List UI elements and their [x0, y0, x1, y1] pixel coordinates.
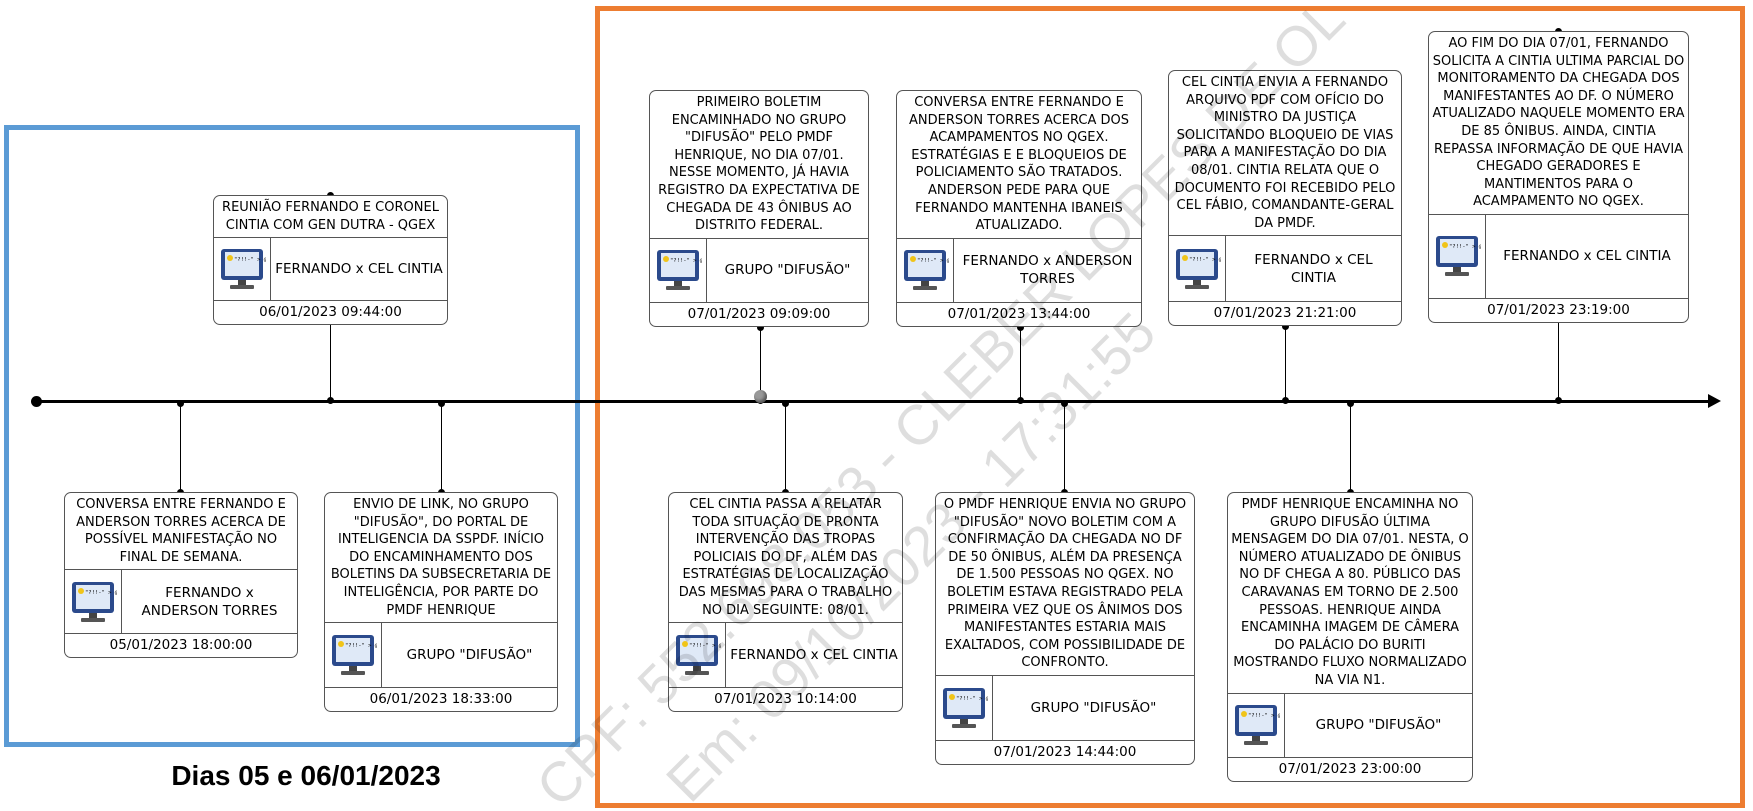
monitor-screen-text: "?!!-" > @//;) — [1189, 257, 1221, 263]
event-participants: FERNANDO x ANDERSON TORRES — [962, 253, 1133, 288]
event-participants-row: "?!!-" > @//;) FERNANDO x CEL CINTIA — [214, 237, 447, 301]
event-connector-dot — [1347, 400, 1354, 407]
event-connector-dot — [438, 400, 445, 407]
computer-monitor-icon: "?!!-" > @//;) — [325, 623, 382, 687]
event-datetime: 07/01/2023 23:00:00 — [1278, 761, 1422, 777]
event-participants: FERNANDO x CEL CINTIA — [1503, 248, 1671, 265]
event-connector-dot — [1282, 323, 1289, 330]
event-description: O PMDF HENRIQUE ENVIA NO GRUPO "DIFUSÃO"… — [943, 497, 1187, 671]
event-connector-dot — [1017, 324, 1024, 331]
monitor-screen-text: "?!!-" > @//;) — [689, 643, 721, 649]
computer-monitor-icon: "?!!-" > @//;) — [1169, 236, 1226, 301]
event-datetime: 07/01/2023 14:44:00 — [993, 744, 1137, 760]
timeline-start-dot — [31, 396, 42, 407]
computer-monitor-icon: "?!!-" > @//;) — [1228, 693, 1285, 757]
event-participants-row: "?!!-" > @//;) FERNANDO x CEL CINTIA — [1169, 235, 1401, 302]
monitor-screen-text: "?!!-" > @//;) — [1248, 713, 1280, 719]
event-participants-row: "?!!-" > @//;) FERNANDO x CEL CINTIA — [1429, 213, 1688, 299]
event-datetime: 07/01/2023 10:14:00 — [714, 691, 857, 707]
event-datetime: 05/01/2023 18:00:00 — [109, 637, 253, 653]
event-datetime: 07/01/2023 21:21:00 — [1213, 305, 1357, 321]
event-participants-row: "?!!-" > @//;) FERNANDO x ANDERSON TORRES — [65, 569, 297, 634]
event-connector-line — [785, 403, 786, 492]
event-connector-line — [760, 327, 761, 400]
event-connector-dot — [1282, 397, 1289, 404]
monitor-screen-text: "?!!-" > @//;) — [956, 696, 988, 702]
computer-monitor-icon: "?!!-" > @//;) — [214, 238, 271, 300]
monitor-screen-text: "?!!-" > @//;) — [85, 590, 117, 596]
first-period-label: Dias 05 e 06/01/2023 — [171, 760, 441, 791]
event-participants: FERNANDO x CEL CINTIA — [275, 261, 443, 278]
first-period-frame — [4, 125, 580, 747]
monitor-screen-text: "?!!-" > @//;) — [1449, 244, 1481, 250]
event-participants: FERNANDO x CEL CINTIA — [1254, 251, 1373, 286]
timeline-arrow-head — [1708, 394, 1721, 408]
event-connector-line — [1350, 403, 1351, 492]
computer-monitor-icon: "?!!-" > @//;) — [1429, 214, 1486, 298]
event-card: AO FIM DO DIA 07/01, FERNANDO SOLICITA A… — [1428, 31, 1689, 323]
event-participants-row: "?!!-" > @//;) FERNANDO x ANDERSON TORRES — [897, 237, 1141, 303]
event-card: CEL CINTIA ENVIA A FERNANDO ARQUIVO PDF … — [1168, 70, 1402, 326]
monitor-screen-text: "?!!-" > @//;) — [345, 643, 377, 649]
event-description: CEL CINTIA PASSA A RELATAR TODA SITUAÇÃO… — [678, 497, 893, 618]
event-card: PRIMEIRO BOLETIM ENCAMINHADO NO GRUPO "D… — [649, 90, 869, 327]
event-card: CONVERSA ENTRE FERNANDO E ANDERSON TORRE… — [896, 90, 1142, 327]
event-participants: GRUPO "DIFUSÃO" — [1315, 717, 1442, 734]
timeline-marker-pin — [754, 390, 767, 403]
event-connector-dot — [1555, 397, 1562, 404]
event-connector-line — [1285, 326, 1286, 400]
event-description: AO FIM DO DIA 07/01, FERNANDO SOLICITA A… — [1432, 36, 1685, 210]
event-datetime: 06/01/2023 09:44:00 — [259, 304, 402, 320]
event-card: ENVIO DE LINK, NO GRUPO "DIFUSÃO", DO PO… — [324, 492, 558, 712]
computer-monitor-icon: "?!!-" > @//;) — [936, 675, 993, 740]
event-participants-row: "?!!-" > @//;) GRUPO "DIFUSÃO" — [1228, 692, 1472, 758]
event-card: O PMDF HENRIQUE ENVIA NO GRUPO "DIFUSÃO"… — [935, 492, 1195, 765]
event-participants-row: "?!!-" > @//;) GRUPO "DIFUSÃO" — [936, 674, 1194, 741]
event-participants: GRUPO "DIFUSÃO" — [406, 647, 533, 664]
event-connector-line — [1064, 403, 1065, 492]
event-card: REUNIÃO FERNANDO E CORONEL CINTIA COM GE… — [213, 195, 448, 325]
event-description: CONVERSA ENTRE FERNANDO E ANDERSON TORRE… — [76, 497, 286, 565]
event-participants: GRUPO "DIFUSÃO" — [724, 262, 851, 279]
event-connector-dot — [1017, 397, 1024, 404]
monitor-screen-text: "?!!-" > @//;) — [670, 258, 702, 264]
event-connector-dot — [177, 400, 184, 407]
event-datetime: 07/01/2023 09:09:00 — [687, 306, 831, 322]
computer-monitor-icon: "?!!-" > @//;) — [65, 570, 122, 633]
event-connector-dot — [757, 324, 764, 331]
second-period-frame — [595, 6, 1745, 808]
event-card: PMDF HENRIQUE ENCAMINHA NO GRUPO DIFUSÃO… — [1227, 492, 1473, 782]
event-datetime: 06/01/2023 18:33:00 — [369, 691, 513, 707]
event-connector-dot — [1061, 400, 1068, 407]
event-connector-line — [441, 403, 442, 492]
timeline-axis — [36, 400, 1714, 403]
computer-monitor-icon: "?!!-" > @//;) — [650, 238, 707, 302]
event-description: PRIMEIRO BOLETIM ENCAMINHADO NO GRUPO "D… — [658, 95, 860, 234]
event-participants-row: "?!!-" > @//;) GRUPO "DIFUSÃO" — [650, 237, 868, 303]
event-description: PMDF HENRIQUE ENCAMINHA NO GRUPO DIFUSÃO… — [1231, 497, 1469, 688]
event-connector-dot — [782, 400, 789, 407]
event-participants-row: "?!!-" > @//;) GRUPO "DIFUSÃO" — [325, 622, 557, 688]
event-card: CONVERSA ENTRE FERNANDO E ANDERSON TORRE… — [64, 492, 298, 658]
event-datetime: 07/01/2023 23:19:00 — [1487, 302, 1630, 318]
event-participants: FERNANDO x CEL CINTIA — [730, 647, 898, 664]
monitor-screen-text: "?!!-" > @//;) — [234, 257, 266, 263]
event-description: REUNIÃO FERNANDO E CORONEL CINTIA COM GE… — [222, 200, 439, 233]
event-card: CEL CINTIA PASSA A RELATAR TODA SITUAÇÃO… — [668, 492, 903, 712]
event-participants: GRUPO "DIFUSÃO" — [1030, 699, 1157, 716]
event-description: CEL CINTIA ENVIA A FERNANDO ARQUIVO PDF … — [1174, 75, 1396, 231]
event-connector-line — [180, 403, 181, 492]
event-connector-line — [1020, 327, 1021, 400]
event-description: ENVIO DE LINK, NO GRUPO "DIFUSÃO", DO PO… — [330, 497, 552, 618]
event-connector-dot — [327, 397, 334, 404]
event-participants: FERNANDO x ANDERSON TORRES — [141, 584, 278, 619]
event-description: CONVERSA ENTRE FERNANDO E ANDERSON TORRE… — [909, 95, 1129, 234]
monitor-screen-text: "?!!-" > @//;) — [917, 258, 949, 264]
computer-monitor-icon: "?!!-" > @//;) — [669, 623, 726, 687]
computer-monitor-icon: "?!!-" > @//;) — [897, 238, 954, 302]
event-datetime: 07/01/2023 13:44:00 — [947, 306, 1091, 322]
event-participants-row: "?!!-" > @//;) FERNANDO x CEL CINTIA — [669, 622, 902, 688]
